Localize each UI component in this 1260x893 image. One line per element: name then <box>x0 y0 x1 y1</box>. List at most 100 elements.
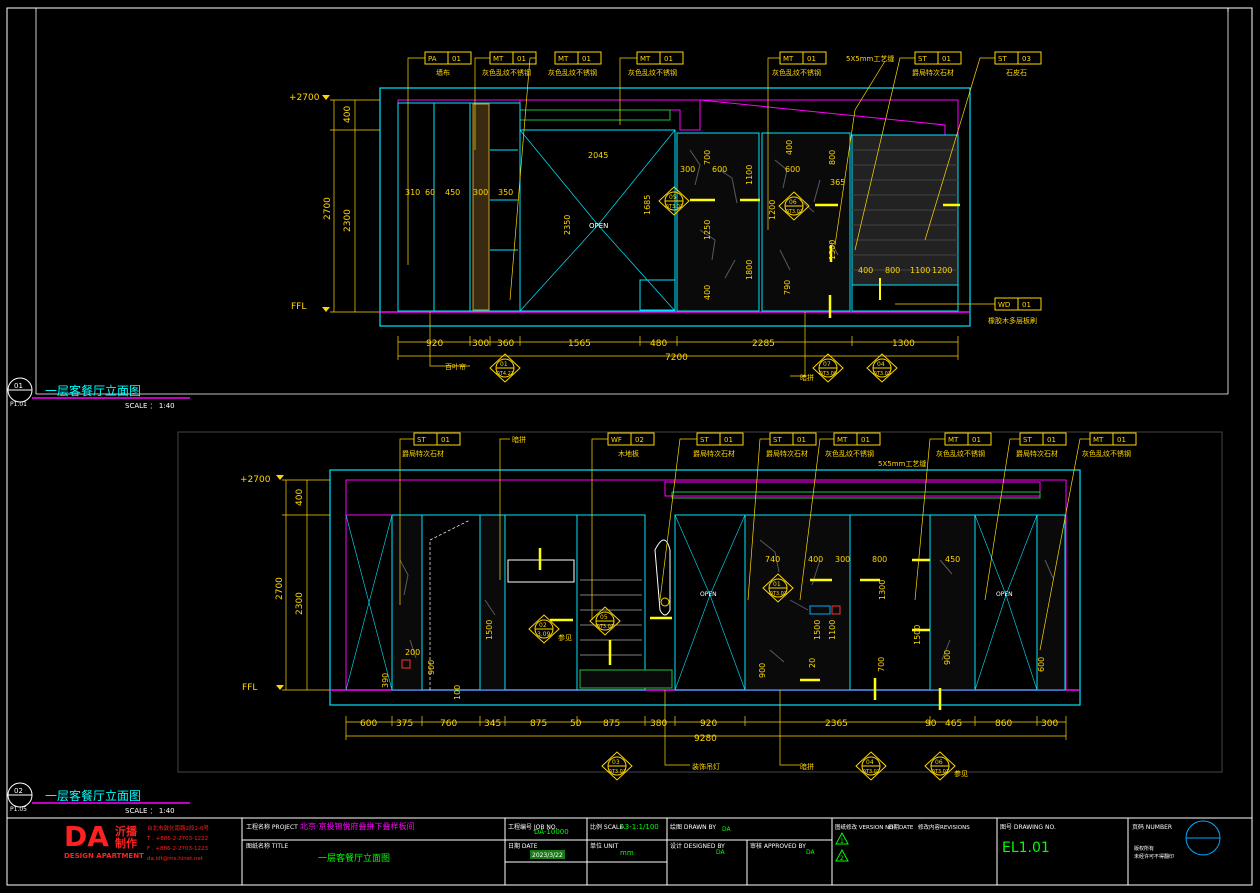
e2-callout[interactable]: 01 DT3.03 <box>762 573 794 603</box>
e2-bubble-num: 02 <box>14 787 23 795</box>
e1-vdim: 800 <box>828 150 837 165</box>
svg-text:DT3.02: DT3.02 <box>785 209 803 215</box>
e2-tag-code: MT <box>1093 436 1104 444</box>
e2-open-label: OPEN <box>996 591 1013 598</box>
e1-hdim-lines <box>397 336 959 360</box>
e2-tag-num: 01 <box>797 436 806 444</box>
e1-vdim: 700 <box>703 150 712 165</box>
e2-hdim: 2365 <box>825 719 848 729</box>
rev-label: 图纸修改 VERSION NO. <box>835 823 895 831</box>
e1-dim: 365 <box>830 178 845 187</box>
e1-hdim: 1565 <box>568 339 591 349</box>
svg-text:DT3.01: DT3.01 <box>931 769 949 775</box>
e2-hdim: 760 <box>440 719 457 729</box>
e1-tag-label: 灰色乱纹不锈钢 <box>548 68 597 77</box>
e2-callout[interactable]: 05 DT3.02 <box>589 606 621 636</box>
e1-tag-code: MT <box>493 55 504 63</box>
e1-tag-label: 石皮石 <box>1006 68 1027 77</box>
e1-callout[interactable]: 01 DT4.21 <box>489 353 521 383</box>
e2-vdim: 20 <box>808 658 817 668</box>
e2-tag-label: 爵局特次石材 <box>693 449 735 458</box>
e1-leaders <box>407 57 995 377</box>
e1-note: 暗拼 <box>800 373 814 382</box>
e1-tag-num: 01 <box>452 55 461 63</box>
e2-bubble-ref: P1.05 <box>10 806 27 813</box>
e1-callout[interactable]: 04 DT3.03 <box>866 353 898 383</box>
dwg-label: 图号 DRAWING NO. <box>1000 824 1056 831</box>
e1-dim: 600 <box>712 165 727 174</box>
company-addr: 台北市敦化南路2段2-6号 <box>147 824 209 832</box>
e1-vdim: 1685 <box>643 195 652 215</box>
e2-ceiling-led <box>671 491 1041 499</box>
e1-step <box>639 279 676 311</box>
viewport2-frame <box>177 431 1223 773</box>
note-2: 未经许可不得翻印 <box>1134 853 1174 860</box>
e2-callout[interactable]: 02 3.09 <box>528 614 560 644</box>
e2-tag-num: 01 <box>1047 436 1056 444</box>
e1-vdim-lines <box>330 99 380 313</box>
e2-hdim-total: 9280 <box>694 734 717 744</box>
e2-tag-num: 01 <box>861 436 870 444</box>
e1-tag-code: ST <box>998 55 1007 63</box>
e1-note: 百叶帘 <box>445 362 466 371</box>
e2-note: 参见 <box>558 633 572 642</box>
e1-bubble-num: 01 <box>14 382 23 390</box>
svg-text:05: 05 <box>669 194 677 201</box>
e1-vdim: 790 <box>783 280 792 295</box>
elevation-2[interactable]: OPEN OPEN 200 740 400 300 800 450 <box>7 432 1137 815</box>
e2-callout[interactable]: 03 DT3.02 <box>601 751 633 781</box>
sheet-frame <box>6 7 1253 886</box>
e2-hdim: 375 <box>396 719 413 729</box>
e2-hdim: 380 <box>650 719 667 729</box>
e2-hdim: 90 <box>925 719 937 729</box>
e1-vdim: 1500 <box>828 240 837 260</box>
e2-pendant <box>654 539 671 616</box>
e2-callout[interactable]: 06 DT3.01 <box>924 751 956 781</box>
e1-dim: 60 <box>425 188 435 197</box>
e2-marble-veins <box>399 539 1054 663</box>
scale-label: 比例 SCALE <box>590 823 623 831</box>
svg-text:DT3.00: DT3.00 <box>819 371 837 377</box>
e2-niche <box>504 514 578 691</box>
e1-tag-label: 灰色乱纹不锈钢 <box>482 68 531 77</box>
e2-gap-note: 5X5mm工艺缝 <box>878 459 926 468</box>
e1-vdim: 400 <box>703 285 712 300</box>
e1-tag-code: WD <box>998 301 1010 309</box>
e2-tag-code: MT <box>837 436 848 444</box>
e2-tag-label: 灰色乱纹不锈钢 <box>936 449 985 458</box>
date-value: 2023/3/22 <box>532 852 563 859</box>
e1-callout[interactable]: 07 DT3.00 <box>812 353 844 383</box>
e1-dim: 2045 <box>588 151 608 160</box>
elevation-1[interactable]: OPEN 310 60 450 300 350 2045 <box>7 51 1042 410</box>
e1-open-label: OPEN <box>589 222 608 230</box>
e1-callout[interactable]: 06 DT3.02 <box>778 191 810 221</box>
e1-dim: 800 <box>885 266 900 275</box>
e1-tag-code: MT <box>558 55 569 63</box>
e1-cabinet <box>851 284 959 312</box>
e1-tag-num: 01 <box>1022 301 1031 309</box>
e2-vdim-400: 400 <box>295 489 305 506</box>
e2-note: 参见 <box>954 769 968 778</box>
e1-tag-label: 爵局特次石材 <box>912 68 954 77</box>
e2-title: 一层客餐厅立面图 <box>45 788 141 803</box>
e1-open-x2 <box>597 129 676 312</box>
e2-shell <box>329 469 1081 706</box>
e1-marble-a <box>676 132 760 312</box>
e2-callout[interactable]: 04 DT3.02 <box>855 751 887 781</box>
company-tel: T . +886-2-2703-1222 <box>146 836 208 842</box>
svg-text:DT3.03: DT3.03 <box>873 371 891 377</box>
e2-level-floor: FFL <box>242 683 257 693</box>
e1-vdim: 400 <box>785 140 794 155</box>
e2-wine-rack <box>576 514 646 691</box>
svg-text:DT3.02: DT3.02 <box>862 769 880 775</box>
e1-tag-code: MT <box>783 55 794 63</box>
e2-vdim: 700 <box>877 657 886 672</box>
designed-label: 设计 DESIGNED BY <box>670 842 725 850</box>
e1-hdim-total: 7200 <box>665 353 688 363</box>
e2-yellow-marks <box>538 548 942 710</box>
e1-callout[interactable]: 05 DT3.02 <box>658 186 690 216</box>
rev-desc-label: 修改内容REVISIONS <box>918 823 970 831</box>
e2-tag-label: 爵局特次石材 <box>402 449 444 458</box>
e2-tag-num: 01 <box>1117 436 1126 444</box>
